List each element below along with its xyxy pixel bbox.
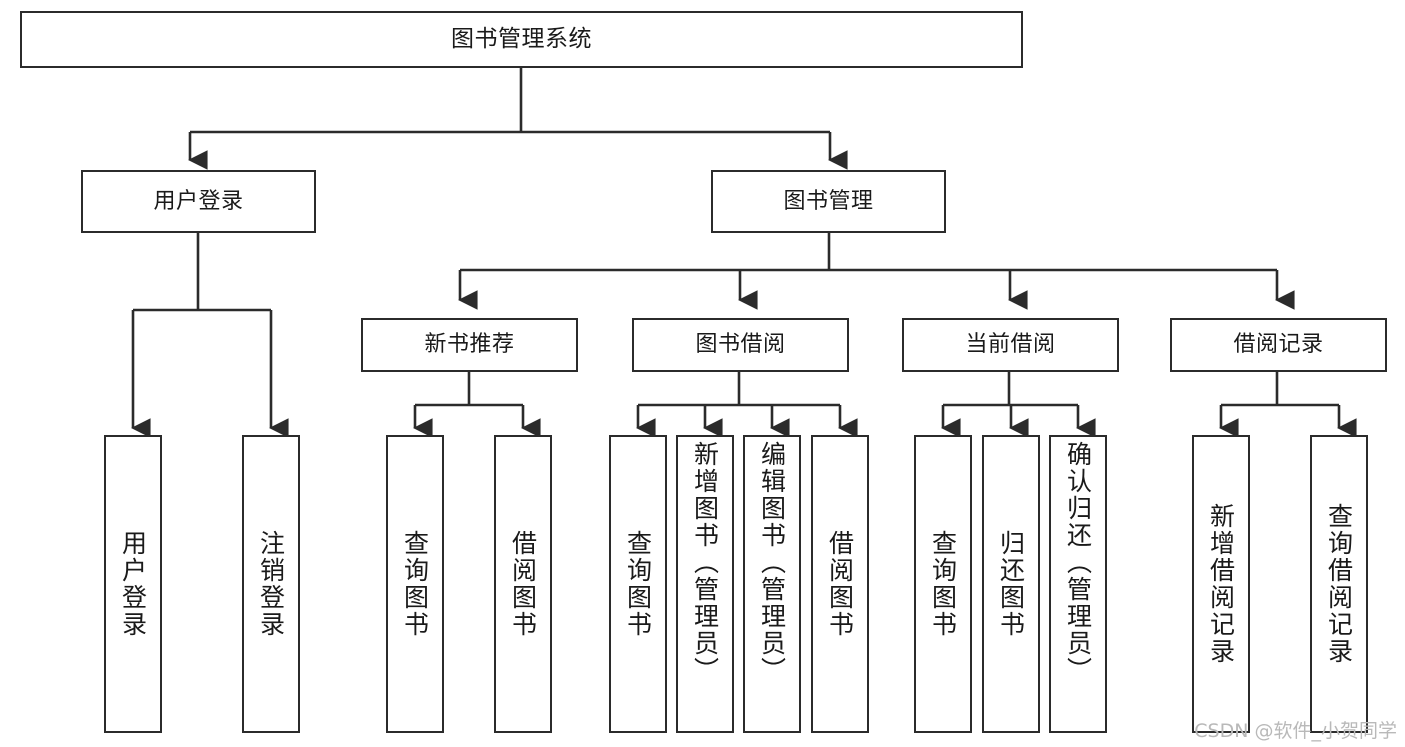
- node-new-book-recommend-label: 新书推荐: [424, 332, 515, 358]
- leaf-logout[interactable]: 注销登录: [242, 435, 300, 733]
- leaf-add-book-admin-label: 新增图书（管理员）: [690, 441, 720, 684]
- leaf-borrow-book-2[interactable]: 借阅图书: [811, 435, 869, 733]
- node-root[interactable]: 图书管理系统: [20, 11, 1023, 68]
- leaf-borrow-book-1-label: 借阅图书: [508, 530, 538, 638]
- leaf-edit-book-admin[interactable]: 编辑图书（管理员）: [743, 435, 801, 733]
- leaf-add-borrow-record[interactable]: 新增借阅记录: [1192, 435, 1250, 733]
- node-user-login-label: 用户登录: [153, 188, 244, 214]
- csdn-watermark: CSDN @软件_小贺同学: [1194, 720, 1397, 742]
- leaf-query-book-3[interactable]: 查询图书: [914, 435, 972, 733]
- leaf-add-borrow-record-label: 新增借阅记录: [1206, 503, 1236, 665]
- node-user-login[interactable]: 用户登录: [81, 170, 316, 233]
- leaf-query-book-1-label: 查询图书: [400, 530, 430, 638]
- node-root-label: 图书管理系统: [451, 25, 592, 52]
- leaf-borrow-book-2-label: 借阅图书: [825, 530, 855, 638]
- leaf-user-login-label: 用户登录: [118, 530, 148, 638]
- node-new-book-recommend[interactable]: 新书推荐: [361, 318, 578, 372]
- leaf-confirm-return-admin[interactable]: 确认归还（管理员）: [1049, 435, 1107, 733]
- leaf-user-login[interactable]: 用户登录: [104, 435, 162, 733]
- node-book-management[interactable]: 图书管理: [711, 170, 946, 233]
- leaf-query-book-1[interactable]: 查询图书: [386, 435, 444, 733]
- leaf-query-borrow-record-label: 查询借阅记录: [1324, 503, 1354, 665]
- node-borrow-record[interactable]: 借阅记录: [1170, 318, 1387, 372]
- node-book-borrow-label: 图书借阅: [695, 332, 786, 358]
- leaf-borrow-book-1[interactable]: 借阅图书: [494, 435, 552, 733]
- leaf-query-borrow-record[interactable]: 查询借阅记录: [1310, 435, 1368, 733]
- node-book-management-label: 图书管理: [783, 188, 874, 214]
- node-current-borrow[interactable]: 当前借阅: [902, 318, 1119, 372]
- node-book-borrow[interactable]: 图书借阅: [632, 318, 849, 372]
- leaf-edit-book-admin-label: 编辑图书（管理员）: [757, 441, 787, 684]
- leaf-add-book-admin[interactable]: 新增图书（管理员）: [676, 435, 734, 733]
- leaf-query-book-3-label: 查询图书: [928, 530, 958, 638]
- leaf-query-book-2[interactable]: 查询图书: [609, 435, 667, 733]
- leaf-return-book[interactable]: 归还图书: [982, 435, 1040, 733]
- leaf-confirm-return-admin-label: 确认归还（管理员）: [1063, 441, 1093, 684]
- node-current-borrow-label: 当前借阅: [965, 332, 1056, 358]
- leaf-query-book-2-label: 查询图书: [623, 530, 653, 638]
- leaf-return-book-label: 归还图书: [996, 530, 1026, 638]
- node-borrow-record-label: 借阅记录: [1233, 332, 1324, 358]
- leaf-logout-label: 注销登录: [256, 530, 286, 638]
